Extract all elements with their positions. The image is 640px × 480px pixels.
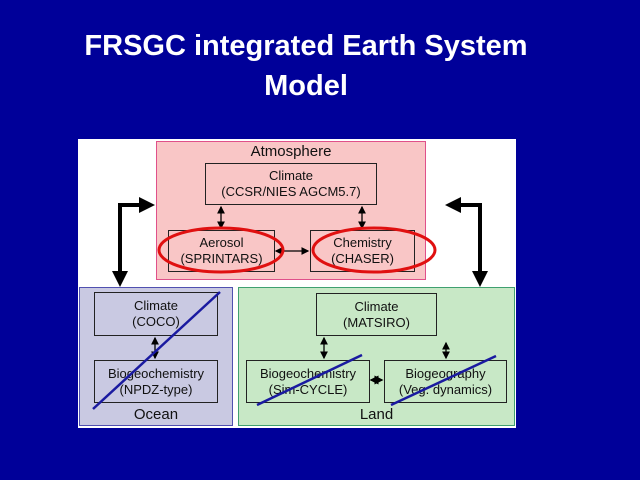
box-name: Climate	[354, 298, 399, 314]
slide-title-line1: FRSGC integrated Earth System	[84, 30, 528, 62]
chemistry-highlight-ellipse	[311, 226, 437, 274]
ocean-biogeochemistry-box: Biogeochemistry (NPDZ-type)	[94, 360, 218, 403]
box-name: Chemistry	[333, 235, 392, 250]
box-model: (SPRINTARS)	[180, 251, 263, 266]
box-model: (MATSIRO)	[343, 314, 410, 330]
box-model: (CHASER)	[331, 251, 394, 266]
box-model: (COCO)	[132, 314, 180, 329]
land-atmosphere-arrow	[445, 197, 488, 287]
atmosphere-label: Atmosphere	[250, 143, 332, 160]
ocean-strike-line	[92, 291, 221, 410]
aerosol-box: Aerosol (SPRINTARS)	[168, 230, 275, 272]
chemistry-box: Chemistry (CHASER)	[310, 230, 415, 272]
ocean-climate-box: Climate (COCO)	[94, 292, 218, 336]
box-model: (NPDZ-type)	[119, 381, 193, 397]
atmosphere-climate-box: Climate (CCSR/NIES AGCM5.7)	[205, 163, 377, 205]
box-name: Climate	[268, 168, 314, 183]
land-label: Land	[359, 406, 394, 423]
ocean-label: Ocean	[133, 406, 179, 423]
slide-title-line2: Model	[264, 70, 348, 102]
box-name: Biogeochemistry	[107, 365, 205, 381]
box-name: Climate	[133, 298, 179, 313]
land-climate-box: Climate (MATSIRO)	[316, 293, 437, 336]
land-biogeo-strike-line	[390, 354, 497, 407]
land-bio-strike-line	[256, 353, 363, 407]
box-model: (Sim-CYCLE)	[268, 381, 348, 397]
ocean-atmosphere-arrow	[112, 197, 155, 287]
box-name: Aerosol	[199, 235, 244, 250]
box-model: (CCSR/NIES AGCM5.7)	[221, 184, 361, 199]
box-model: (Veg. dynamics)	[398, 381, 493, 397]
atmosphere-group	[156, 141, 426, 280]
aerosol-highlight-ellipse	[157, 226, 285, 274]
